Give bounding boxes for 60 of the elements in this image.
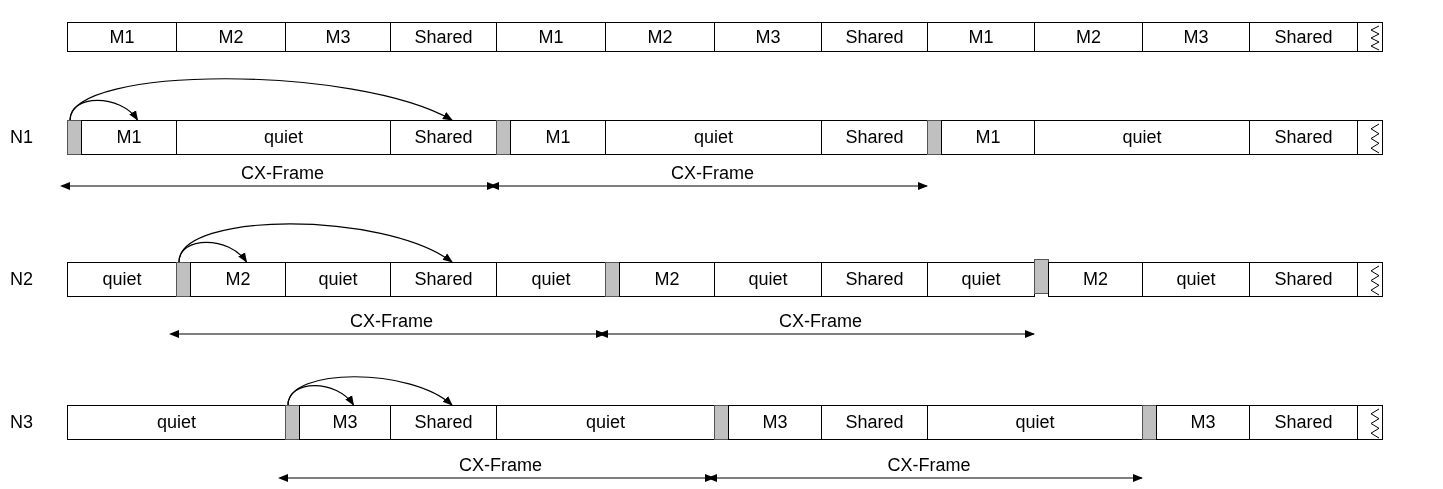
slot-label: quiet xyxy=(285,262,391,297)
slot-label: M1 xyxy=(67,22,177,52)
arrow xyxy=(178,223,453,263)
dimension-label: CX-Frame xyxy=(887,455,971,476)
slot-label: quiet xyxy=(605,120,822,155)
slot-label: quiet xyxy=(927,262,1035,297)
dimension-label: CX-Frame xyxy=(671,163,754,184)
slot-label: M2 xyxy=(619,262,715,297)
slot-label: Shared xyxy=(1249,120,1358,155)
dimension-label: CX-Frame xyxy=(459,455,542,476)
slot-label: quiet xyxy=(714,262,822,297)
dimension-label: CX-Frame xyxy=(241,163,324,184)
dimension-label: CX-Frame xyxy=(779,311,862,332)
slot-label: Shared xyxy=(821,120,928,155)
slot-label: Shared xyxy=(821,262,928,297)
slot-label: Shared xyxy=(390,405,497,440)
slot-label: quiet xyxy=(927,405,1143,440)
slot-label: M3 xyxy=(285,22,391,52)
slot-label: M1 xyxy=(496,22,606,52)
slot-label: Shared xyxy=(390,262,497,297)
dimension-label: CX-Frame xyxy=(350,311,433,332)
slot-label: M2 xyxy=(1034,22,1143,52)
row-label: N2 xyxy=(10,269,33,290)
slot-label: M3 xyxy=(728,405,822,440)
slot-label: Shared xyxy=(390,22,497,52)
slot-label: Shared xyxy=(1249,22,1358,52)
slot-label: Shared xyxy=(821,405,928,440)
slot-label: Shared xyxy=(390,120,497,155)
slot-label: Shared xyxy=(1249,262,1358,297)
slot-label: M2 xyxy=(176,22,286,52)
slot-label: quiet xyxy=(496,262,606,297)
timeline-end-cell xyxy=(1357,22,1383,52)
arrow xyxy=(69,78,453,121)
slot-label: Shared xyxy=(1249,405,1358,440)
slot-label: M2 xyxy=(605,22,715,52)
slot-label: M3 xyxy=(1142,22,1250,52)
slot-label: M2 xyxy=(190,262,286,297)
arrow xyxy=(287,385,355,406)
slot-label: quiet xyxy=(176,120,391,155)
slot-label: Shared xyxy=(821,22,928,52)
timeline-end-cell xyxy=(1357,120,1383,155)
row-label: N1 xyxy=(10,127,33,148)
slot-label: M1 xyxy=(927,22,1035,52)
arrow xyxy=(69,99,139,121)
slot-label: M2 xyxy=(1048,262,1143,297)
row-label: N3 xyxy=(10,412,33,433)
arrow xyxy=(287,376,453,406)
slot-label: quiet xyxy=(1034,120,1250,155)
slot-label: M3 xyxy=(1156,405,1250,440)
slot-label: quiet xyxy=(1142,262,1250,297)
slot-label: M3 xyxy=(299,405,391,440)
slot-label: M1 xyxy=(941,120,1035,155)
slot-label: quiet xyxy=(67,262,177,297)
slot-label: M1 xyxy=(510,120,606,155)
slot-label: M1 xyxy=(81,120,177,155)
slot-label: quiet xyxy=(496,405,715,440)
slot-label: quiet xyxy=(67,405,286,440)
slot-label: M3 xyxy=(714,22,822,52)
timeline-end-cell xyxy=(1357,262,1383,297)
timeline-end-cell xyxy=(1357,405,1383,440)
